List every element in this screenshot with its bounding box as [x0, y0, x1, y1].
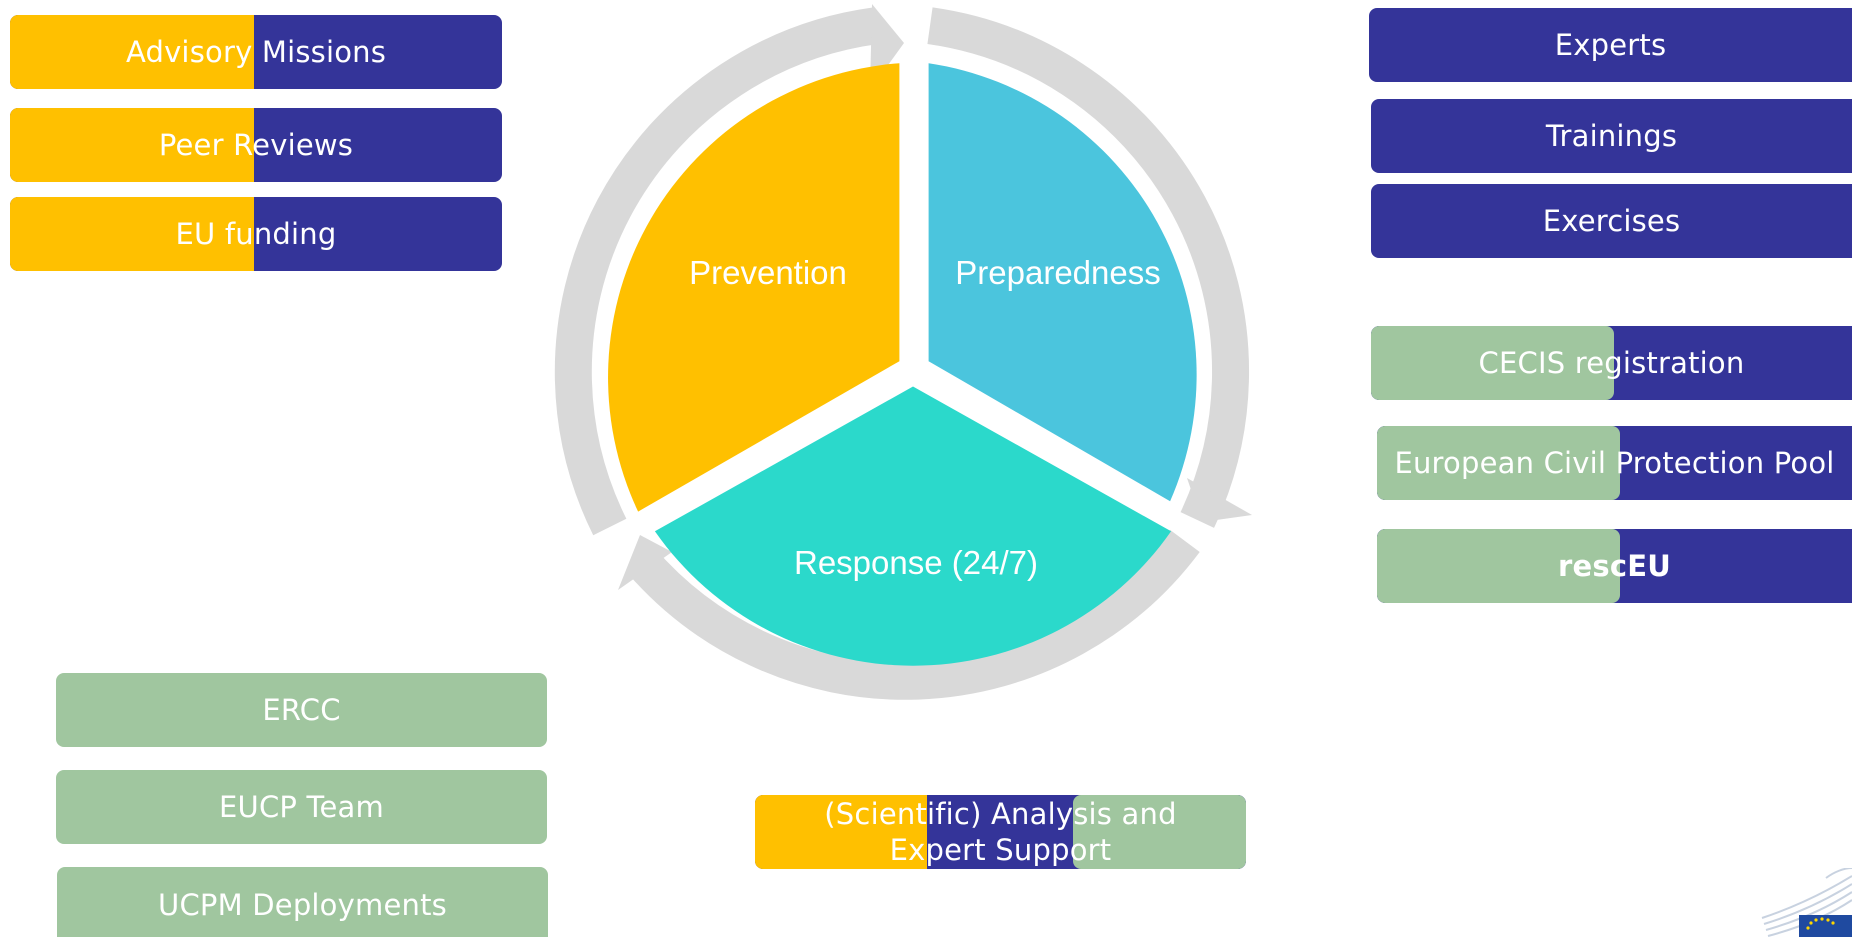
ucpm-deployments-box[interactable]: UCPM Deployments — [57, 867, 548, 937]
ecpp-label: European Civil Protection Pool — [1394, 446, 1835, 480]
ercc-label: ERCC — [262, 693, 341, 727]
prevention-segment — [608, 63, 900, 512]
experts-label: Experts — [1554, 28, 1667, 62]
prevention-indicator — [10, 197, 254, 271]
cecis-registration-label: CECIS registration — [1478, 346, 1745, 380]
peer-reviews-label: Peer Reviews — [158, 128, 354, 162]
analysis-expert-support-box[interactable]: (Scientific) Analysis and Expert Support — [755, 795, 1246, 869]
advisory-missions-box[interactable]: Advisory Missions — [10, 15, 502, 89]
prevention-indicator — [10, 15, 254, 89]
eu-funding-label: EU funding — [175, 217, 337, 251]
peer-reviews-box[interactable]: Peer Reviews — [10, 108, 502, 182]
experts-box[interactable]: Experts — [1369, 8, 1852, 82]
analysis-expert-support-label: (Scientific) Analysis and Expert Support — [824, 796, 1176, 868]
resceu-box[interactable]: rescEU — [1377, 529, 1852, 603]
preparedness-segment — [928, 63, 1197, 502]
european-commission-logo — [1761, 868, 1852, 937]
eu-flag-icon — [1799, 915, 1852, 937]
response-label: Response (24/7) — [794, 544, 1038, 581]
eu-funding-box[interactable]: EU funding — [10, 197, 502, 271]
exercises-box[interactable]: Exercises — [1371, 184, 1852, 258]
response-indicator — [1371, 326, 1614, 400]
arrow-head-icon — [1187, 478, 1252, 522]
response-indicator — [1377, 529, 1620, 603]
response-indicator — [1073, 795, 1246, 869]
resceu-label: rescEU — [1558, 549, 1671, 583]
trainings-box[interactable]: Trainings — [1371, 99, 1852, 173]
response-segment — [654, 386, 1172, 666]
arrow-head-icon — [618, 535, 672, 590]
eucp-team-box[interactable]: EUCP Team — [56, 770, 547, 844]
response-indicator — [1377, 426, 1620, 500]
eu-stars-icon — [1806, 917, 1835, 930]
trainings-label: Trainings — [1545, 119, 1678, 153]
analysis-label-line2: Expert Support — [889, 833, 1112, 867]
ucpm-deployments-label: UCPM Deployments — [158, 888, 447, 922]
prevention-indicator — [755, 795, 927, 869]
preparedness-label: Preparedness — [955, 254, 1160, 291]
ring-arc-response — [618, 529, 1200, 700]
exercises-label: Exercises — [1542, 204, 1681, 238]
prevention-label: Prevention — [689, 254, 847, 291]
advisory-missions-label: Advisory Missions — [125, 35, 387, 69]
ring-arc-preparedness — [927, 7, 1252, 528]
ercc-box[interactable]: ERCC — [56, 673, 547, 747]
prevention-indicator — [10, 108, 254, 182]
ecpp-box[interactable]: European Civil Protection Pool — [1377, 426, 1852, 500]
analysis-label-line1: (Scientific) Analysis and — [824, 797, 1177, 831]
eucp-team-label: EUCP Team — [219, 790, 384, 824]
cecis-registration-box[interactable]: CECIS registration — [1371, 326, 1852, 400]
